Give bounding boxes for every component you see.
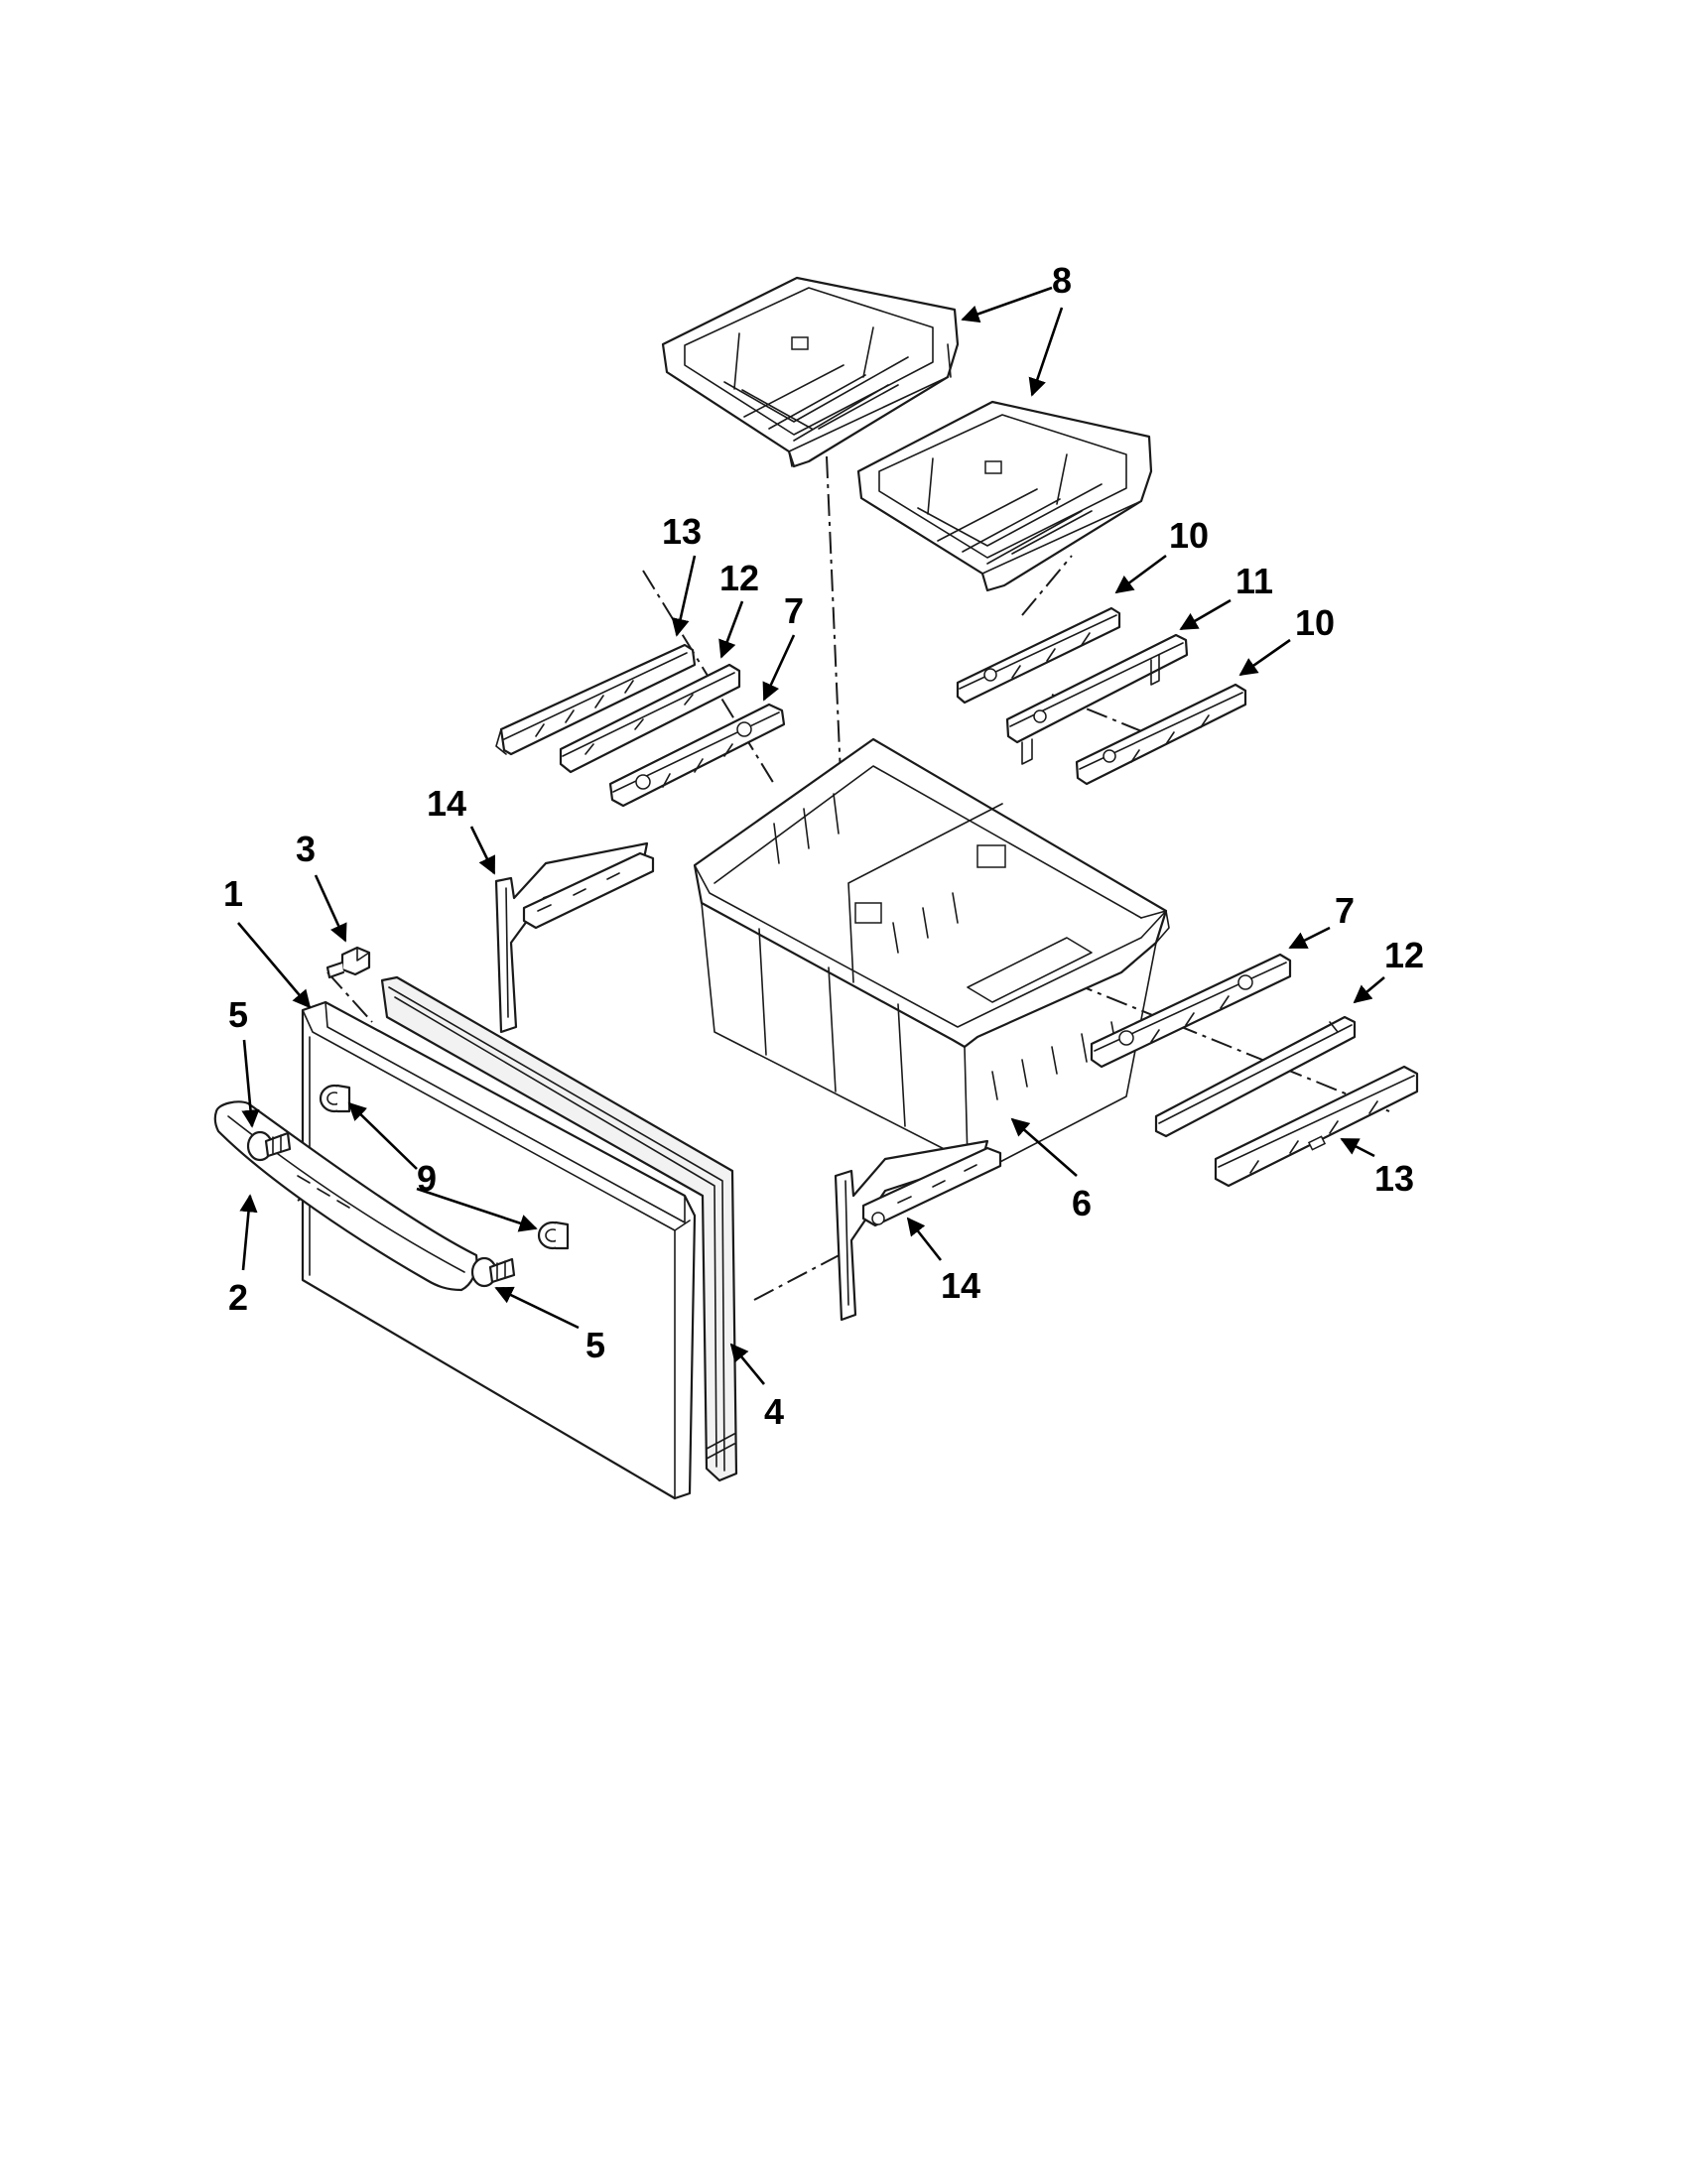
callout-labels: 1 2 3 4 5 5 6 7 7 8 9 10 10 11 12 12 13 …: [223, 260, 1424, 1432]
screw-9-left: [319, 1084, 351, 1113]
callout-6: 6: [1072, 1183, 1092, 1223]
rail-left-12: [559, 663, 741, 774]
screw-3: [325, 946, 371, 979]
callout-5-left: 5: [228, 994, 248, 1035]
rail-lower-13: [1214, 1065, 1419, 1188]
callout-7-upper: 7: [784, 590, 804, 631]
leader-lines: [237, 286, 1385, 1385]
callout-2: 2: [228, 1277, 248, 1318]
callout-13-lower: 13: [1374, 1158, 1414, 1199]
callout-14-upper: 14: [427, 783, 466, 824]
rail-left-7: [608, 703, 786, 808]
callout-10-upper: 10: [1169, 515, 1209, 556]
callout-1: 1: [223, 873, 243, 914]
callout-8: 8: [1052, 260, 1072, 301]
drawer-front-panel: [301, 1000, 697, 1500]
callout-3: 3: [296, 829, 316, 869]
rail-left-13: [495, 643, 697, 756]
screw-5-left: [246, 1130, 292, 1162]
rail-right-10-lower: [1075, 683, 1247, 786]
rail-lower-7: [1090, 953, 1292, 1069]
slide-bracket-lower: [834, 1139, 1002, 1322]
screw-5-right: [470, 1256, 516, 1288]
rail-right-11: [1005, 633, 1189, 765]
callout-4: 4: [764, 1391, 784, 1432]
upper-basket-left: [661, 276, 960, 468]
upper-basket-right: [856, 400, 1153, 592]
callout-14-lower: 14: [941, 1265, 980, 1306]
callout-5-right: 5: [585, 1325, 605, 1365]
callout-11: 11: [1235, 561, 1273, 601]
rail-lower-12: [1154, 1015, 1357, 1138]
slide-bracket-upper: [494, 841, 655, 1034]
rail-right-10-upper: [956, 606, 1121, 705]
callout-12-upper: 12: [719, 558, 759, 598]
callout-13-upper: 13: [662, 511, 702, 552]
callout-12-lower: 12: [1384, 935, 1424, 975]
door-gasket: [380, 975, 738, 1482]
screw-9-right: [537, 1220, 570, 1250]
callout-7-lower: 7: [1335, 890, 1355, 931]
callout-9: 9: [417, 1158, 437, 1199]
lower-basket: [693, 737, 1170, 1167]
callout-10-lower: 10: [1295, 602, 1335, 643]
